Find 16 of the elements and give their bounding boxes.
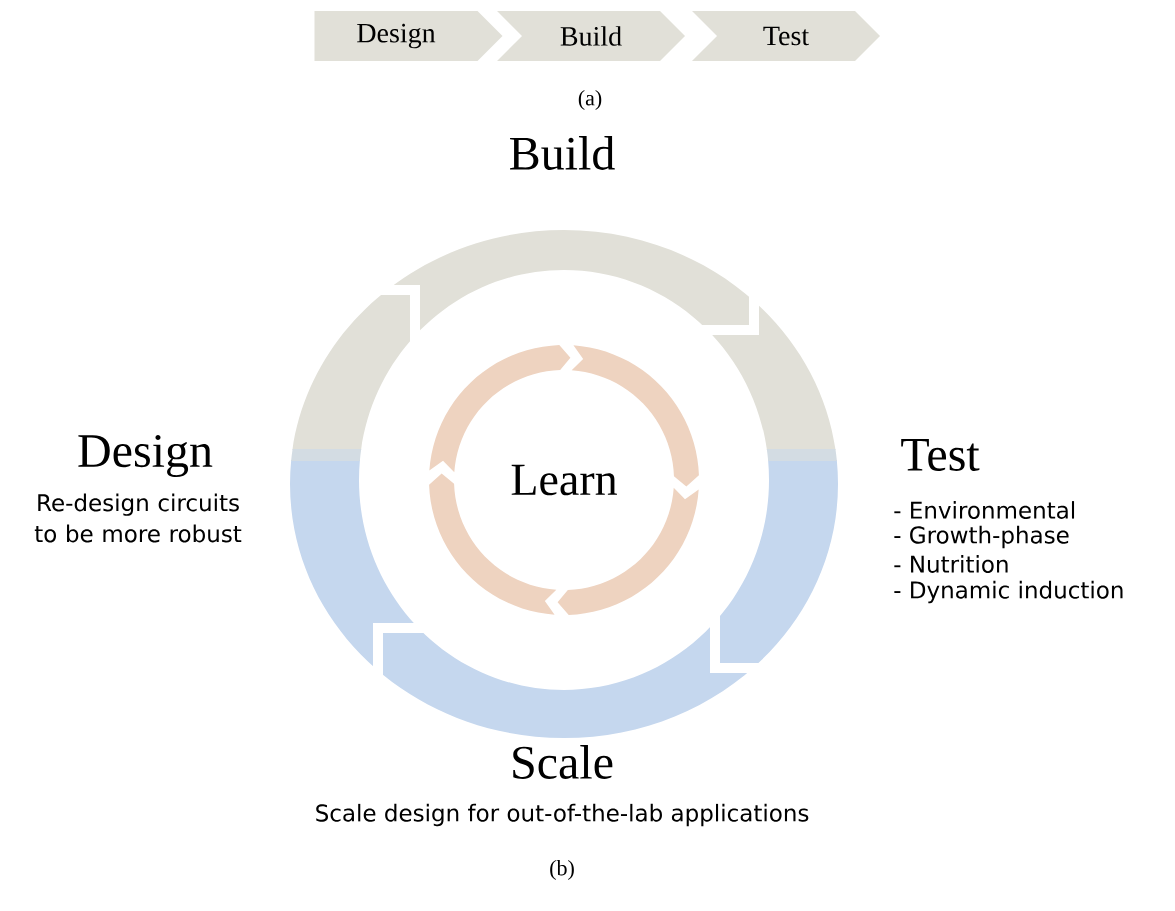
panel-label: (b) (550, 860, 574, 880)
list-item: - Growth-phase (894, 525, 1069, 549)
list-item: - Dynamic induction (894, 580, 1123, 604)
cycle-center-text: Learn (511, 464, 617, 496)
stage-description: Scale design for out-of-the-lab applications (316, 803, 809, 827)
list-item: - Nutrition (894, 555, 1008, 573)
stage-title: Test (901, 439, 980, 471)
chevron-step: Test (692, 11, 880, 61)
stage-title: Build (510, 136, 615, 170)
chevron-step: Build (497, 11, 685, 61)
list-item: - Environmental (894, 501, 1075, 519)
stage-title: Scale (513, 745, 613, 779)
stage-title: Design (78, 434, 213, 478)
chevron-step: Design (314, 11, 503, 61)
stage-description: Re-design circuits to be more robust (34, 493, 242, 543)
panel-label: (a) (578, 90, 602, 110)
